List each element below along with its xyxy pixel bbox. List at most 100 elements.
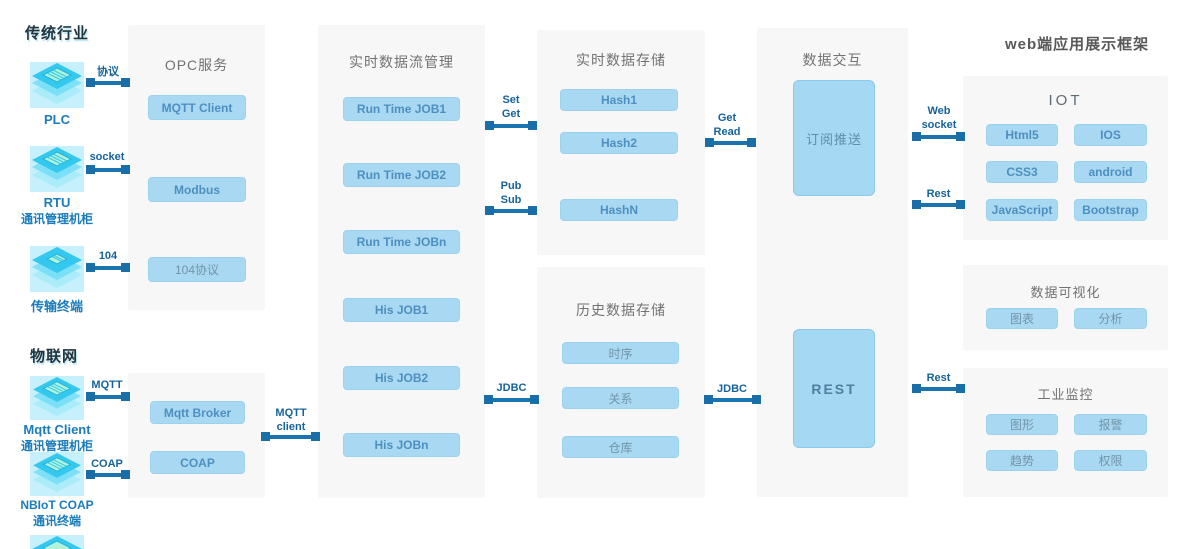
section-title-web: web端应用展示框架: [1005, 36, 1150, 53]
connector-label-get-read: Get Read: [702, 112, 752, 140]
panel-broker: [128, 373, 265, 498]
device-nbiot-label: NBIoT COAP: [20, 498, 94, 512]
panel-realtime-title: 实时数据存储: [576, 52, 666, 68]
label-line: COAP: [91, 458, 123, 470]
chip-icon: [32, 247, 82, 288]
node-hash1: Hash1: [560, 89, 678, 111]
chip-icon: [32, 63, 82, 104]
node-mqtt-broker: Mqtt Broker: [150, 401, 245, 424]
node-android: android: [1074, 161, 1147, 183]
label-line: JDBC: [496, 382, 527, 394]
connector-label-jdbc-rest: JDBC: [705, 383, 759, 397]
node-warehouse: 仓库: [562, 436, 679, 458]
node-charts: 图表: [986, 308, 1058, 329]
connector-label-jdbc-stream: JDBC: [486, 382, 537, 396]
connector-set-get: [485, 121, 537, 130]
label-line: MQTT: [275, 407, 307, 419]
node-timeseries: 时序: [562, 342, 679, 364]
connector-label-socket: socket: [84, 151, 130, 165]
device-mqtt-client-label: Mqtt Client: [23, 422, 91, 437]
label-line: Sub: [500, 193, 522, 206]
device-rtu: [30, 146, 84, 192]
connector-jdbc-stream: [484, 395, 539, 404]
panel-history-store: [537, 267, 705, 498]
node-graphics: 图形: [986, 414, 1058, 435]
connector-label-pub-sub: Pub Sub: [487, 180, 535, 208]
node-relational: 关系: [562, 387, 679, 409]
panel-stream: [318, 25, 485, 498]
connector-label-mqtt-client: MQTT client: [266, 407, 316, 435]
connector-mqtt-client: [261, 432, 320, 441]
chip-icon: [32, 147, 82, 188]
node-modbus: Modbus: [148, 177, 246, 202]
connector-web-socket: [912, 132, 965, 141]
label-line: Rest: [926, 188, 951, 200]
device-plc: [30, 62, 84, 108]
node-runtime-jobn: Run Time JOBn: [343, 230, 460, 254]
device-terminal: [30, 246, 84, 292]
node-bootstrap: Bootstrap: [1074, 199, 1147, 221]
panel-web-viz-title: 数据可视化: [1030, 285, 1101, 300]
label-line: Set: [502, 94, 520, 106]
section-title-iot: 物联网: [30, 348, 79, 365]
node-rest: REST: [793, 329, 875, 448]
node-permission: 权限: [1074, 450, 1147, 471]
connector-rest-top: [912, 200, 965, 209]
connector-pub-sub: [485, 206, 537, 215]
node-104-protocol: 104协议: [148, 257, 246, 282]
node-analysis: 分析: [1074, 308, 1147, 329]
node-coap: COAP: [150, 451, 245, 474]
connector-label-protocol: 协议: [88, 66, 128, 80]
node-his-job1: His JOB1: [343, 298, 460, 322]
node-runtime-job1: Run Time JOB1: [343, 97, 460, 121]
device-plc-label: PLC: [44, 112, 70, 127]
label-line: MQTT: [91, 379, 123, 391]
label-line: Web: [927, 105, 951, 117]
label-line: client: [276, 420, 306, 433]
label-line: Get: [501, 107, 521, 120]
panel-stream-title: 实时数据流管理: [349, 54, 454, 70]
panel-web-industry-title: 工业监控: [1037, 387, 1094, 402]
node-mqtt-client: MQTT Client: [148, 95, 246, 120]
section-title-traditional: 传统行业: [25, 25, 90, 42]
panel-web-iot-title: IOT: [1048, 92, 1083, 109]
connector-rest-bottom: [912, 384, 965, 393]
node-hashn: HashN: [560, 199, 678, 221]
subscribe-push-label: 订阅推送: [805, 131, 862, 147]
label-line: socket: [89, 151, 125, 163]
node-his-jobn: His JOBn: [343, 433, 460, 457]
device-nbiot-sublabel: 通讯终端: [32, 514, 81, 528]
connector-label-rest-bottom: Rest: [914, 372, 963, 386]
panel-opc-title: OPC服务: [164, 57, 229, 73]
chip-icon: [32, 536, 82, 549]
label-line: JDBC: [717, 383, 747, 395]
connector-socket: [86, 165, 130, 174]
connector-label-104: 104: [88, 250, 128, 264]
label-line: 协议: [97, 66, 119, 78]
device-mqtt-client-sublabel: 通讯管理机柜: [20, 439, 93, 453]
rest-label: REST: [811, 380, 857, 397]
node-alarm: 报警: [1074, 414, 1147, 435]
chip-icon: [33, 376, 81, 417]
label-line: Read: [713, 125, 741, 138]
connector-label-web-socket: Web socket: [913, 105, 965, 133]
node-subscribe-push: 订阅推送: [793, 80, 875, 196]
connector-label-coap: COAP: [84, 458, 130, 472]
device-partial: [30, 535, 84, 549]
connector-protocol: [86, 78, 130, 87]
device-mqtt-client: [30, 376, 84, 420]
connector-104: [86, 263, 130, 272]
device-nbiot: [30, 452, 84, 496]
device-rtu-sublabel: 通讯管理机柜: [20, 212, 93, 226]
label-line: socket: [921, 118, 957, 131]
panel-exchange-title: 数据交互: [802, 52, 863, 68]
connector-label-mqtt: MQTT: [84, 379, 130, 393]
label-line: Get: [717, 112, 737, 124]
device-rtu-label: RTU: [43, 195, 71, 210]
connector-coap: [86, 470, 130, 479]
chip-icon: [33, 452, 81, 493]
device-terminal-label: 传输终端: [30, 299, 83, 314]
panel-web-viz: [963, 265, 1168, 350]
node-hash2: Hash2: [560, 132, 678, 154]
